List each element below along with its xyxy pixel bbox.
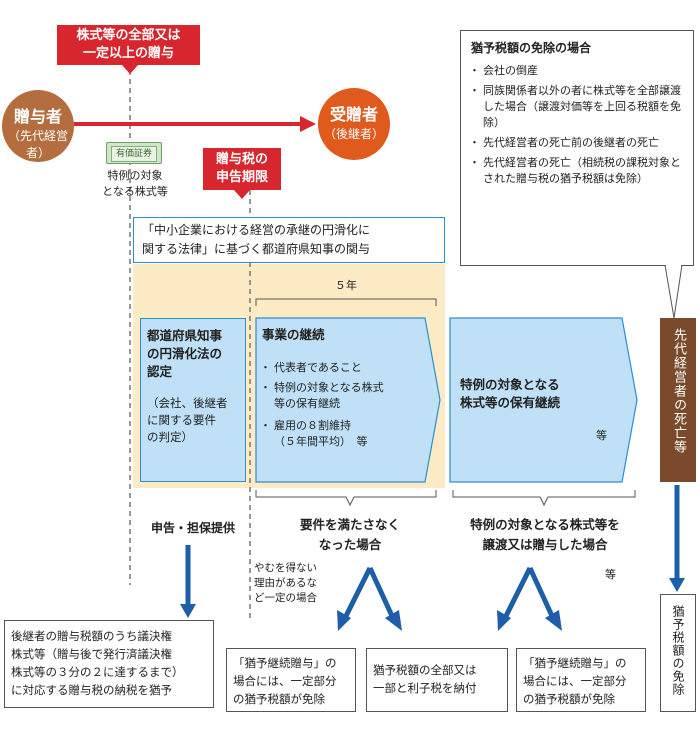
donee-circle: 受贈者 （後継者） <box>318 88 390 160</box>
certification-box: 都道府県知事 の円滑化法の 認定 （会社、後継者 に関する要件 の判定） <box>140 318 246 482</box>
partial-exemption-right-box: 「猶予継続贈与」の 場合には、一定部分 の猶予税額が免除 <box>516 648 646 712</box>
requirement-employment: 雇用の８割維持 （５年間平均） 等 <box>260 418 422 450</box>
requirements-not-met-label: 要件を満たさなく なった場合 <box>299 517 400 552</box>
holding-continuation-suffix: 等 <box>596 429 607 442</box>
five-year-bracket <box>255 298 437 306</box>
five-years-label: ５年 <box>335 279 357 292</box>
exemption-title: 猶予税額の免除の場合 <box>471 41 592 55</box>
req-arrow-left-line <box>343 566 373 618</box>
deferred-tax-exempted-box: 猶予税額の免除 <box>660 594 696 712</box>
donor-title: 贈与者 <box>13 107 62 126</box>
predecessor-death-box: 先代経営者の死亡等 <box>660 318 696 482</box>
req-arrow-right-head <box>385 610 402 631</box>
business-continuation-title: 事業の継続 <box>262 327 325 342</box>
req-arrow-right-line <box>367 566 395 618</box>
exemption-pointer-joint <box>666 263 681 267</box>
business-continuation: 事業の継続 代表者であること 特例の対象となる株式 等の保有継続 雇用の８割維持… <box>260 326 422 476</box>
stock-certificate-label: 有価証券 <box>111 146 157 162</box>
special-stock-caption: 特例の対象 となる株式等 <box>102 169 168 198</box>
stock-certificate-icon: 有価証券 <box>106 142 162 164</box>
req-arrow-left-head <box>337 610 351 631</box>
death-arrow-head <box>669 578 685 592</box>
certification-title: 都道府県知事 の円滑化法の 認定 <box>147 328 223 379</box>
transfer-etc-label: 等 <box>605 568 616 581</box>
prefectural-involvement-box: 「中小企業における経営の承継の円滑化に 関する法律」に基づく都道府県知事の関与 <box>133 217 445 263</box>
donee-title: 受贈者 <box>329 105 378 124</box>
requirement-representative: 代表者であること <box>260 360 422 376</box>
transfer-bracket <box>452 490 636 507</box>
deferral-result-box: 後継者の贈与税額のうち議決権 株式等（贈与後で発行済議決権 株式等の３分の２に達… <box>4 620 214 708</box>
filing-arrow-head <box>180 604 196 618</box>
partial-exemption-left-box: 「猶予継続贈与」の 場合には、一定部分 の猶予税額が免除 <box>226 648 356 712</box>
transfer-arrow-left-head <box>497 610 511 631</box>
exemption-box: 猶予税額の免除の場合 会社の倒産 同族関係者以外の者に株式等を全部譲渡した場合（… <box>460 30 694 266</box>
unavoidable-reason-note: やむを得ない 理由があるな ど一定の場合 <box>254 562 317 604</box>
holding-continuation-shape <box>449 317 638 483</box>
exemption-callout-pointer <box>664 264 683 319</box>
donor-subtitle: （先代経営者） <box>7 129 68 160</box>
filing-period-tag: 贈与税の 申告期限 <box>203 148 281 190</box>
certification-note: （会社、後継者 に関する要件 の判定） <box>147 396 228 444</box>
transfer-arrow-right-head <box>545 610 562 631</box>
gift-scope-tag: 株式等の全部又は 一定以上の贈与 <box>57 25 200 65</box>
holding-continuation-title: 特例の対象となる 株式等の保有継続 <box>460 377 561 410</box>
transfer-arrow-right-line <box>527 566 555 618</box>
exemption-successor-death: 先代経営者の死亡前の後継者の死亡 <box>469 135 685 151</box>
exemption-transfer: 同族関係者以外の者に株式等を全部譲渡した場合（譲渡対価等を上回る税額を免除） <box>469 83 685 131</box>
transfer-arrow-left-line <box>503 566 533 618</box>
transfer-or-gift-label: 特例の対象となる株式等を 譲渡又は贈与した場合 <box>470 517 620 552</box>
requirement-holding: 特例の対象となる株式 等の保有継続 <box>260 380 422 412</box>
pay-all-or-part-box: 猶予税額の全部又は 一部と利子税を納付 <box>366 648 508 712</box>
requirements-bracket <box>255 490 437 507</box>
filing-collateral-label: 申告・担保提供 <box>150 521 235 535</box>
donee-subtitle: （後継者） <box>323 127 384 141</box>
donor-circle: 贈与者 （先代経営者） <box>2 90 74 162</box>
gift-arrow-head <box>300 116 316 132</box>
exemption-predecessor-death: 先代経営者の死亡（相続税の課税対象とされた贈与税の猶予税額は免除） <box>469 155 685 187</box>
exemption-bankruptcy: 会社の倒産 <box>469 63 685 79</box>
